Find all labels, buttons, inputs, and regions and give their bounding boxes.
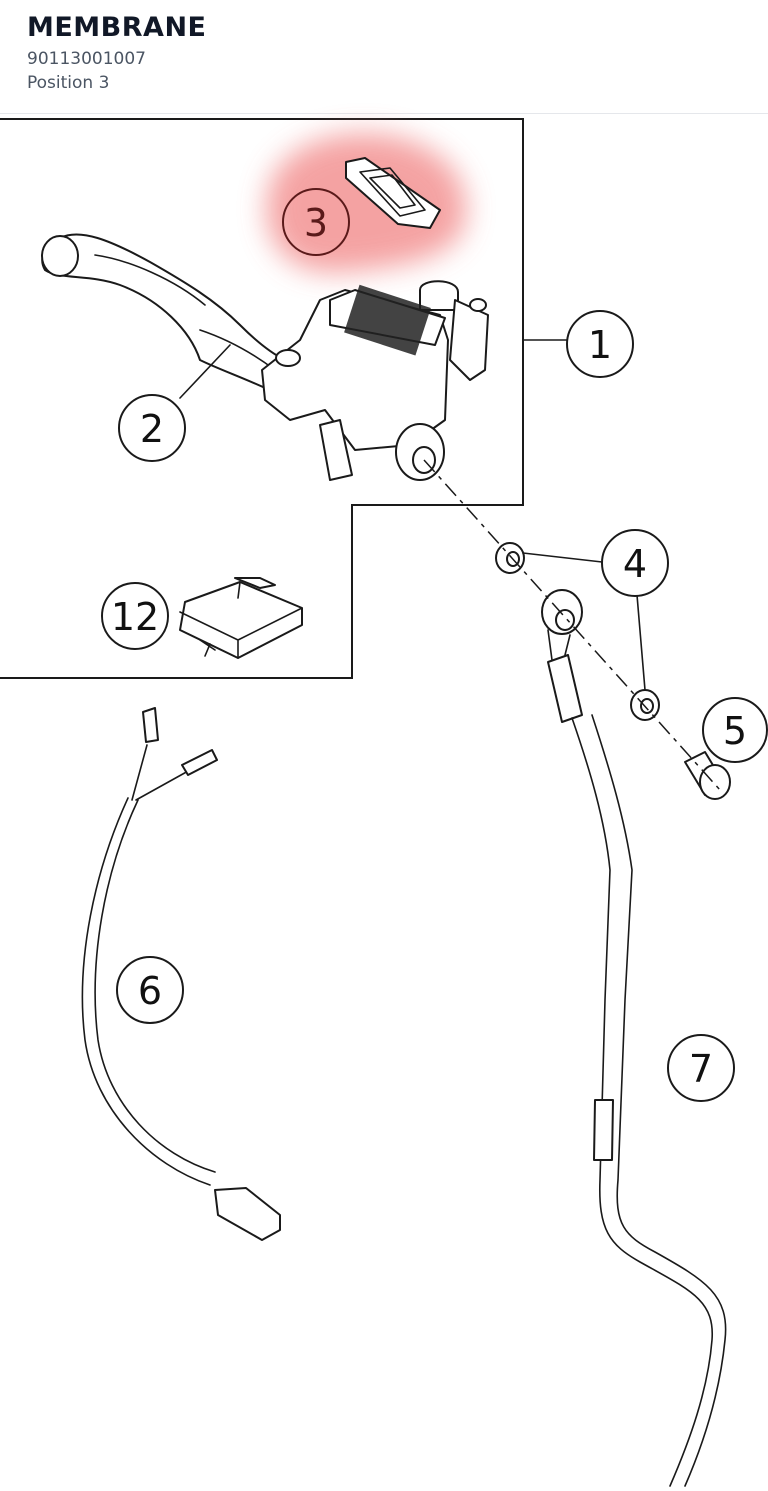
- part-position: Position 3: [27, 73, 110, 93]
- callout-3[interactable]: 3: [282, 188, 350, 256]
- callout-3-label: 3: [304, 201, 328, 245]
- part-number: 90113001007: [27, 49, 146, 69]
- callout-12[interactable]: 12: [101, 582, 169, 650]
- selected-part-highlight[interactable]: [266, 133, 467, 273]
- callout-5-label: 5: [723, 709, 747, 753]
- callout-7-label: 7: [689, 1047, 713, 1091]
- control-module-part: [179, 577, 303, 659]
- master-cylinder-part: [261, 280, 489, 481]
- callout-4-label: 4: [623, 542, 647, 586]
- callout-1-label: 1: [588, 323, 612, 367]
- callout-1[interactable]: 1: [566, 310, 634, 378]
- callout-6[interactable]: 6: [116, 956, 184, 1024]
- part-title: MEMBRANE: [27, 12, 207, 43]
- explosion-line: [423, 459, 721, 791]
- brake-lever-part: [41, 233, 286, 396]
- callout-4[interactable]: 4: [601, 529, 669, 597]
- callout-2[interactable]: 2: [118, 394, 186, 462]
- wiring-harness-part: [81, 707, 281, 1241]
- leader-lines: [179, 339, 646, 691]
- membrane-part[interactable]: [345, 157, 441, 229]
- brake-line-part: [541, 589, 727, 1487]
- callout-12-label: 12: [111, 595, 159, 639]
- callout-7[interactable]: 7: [667, 1034, 735, 1102]
- part-header: MEMBRANE 90113001007 Position 3: [0, 0, 768, 114]
- assembly-outline: [0, 118, 524, 679]
- callout-6-label: 6: [138, 969, 162, 1013]
- callout-2-label: 2: [140, 407, 164, 451]
- callout-5[interactable]: 5: [702, 697, 768, 763]
